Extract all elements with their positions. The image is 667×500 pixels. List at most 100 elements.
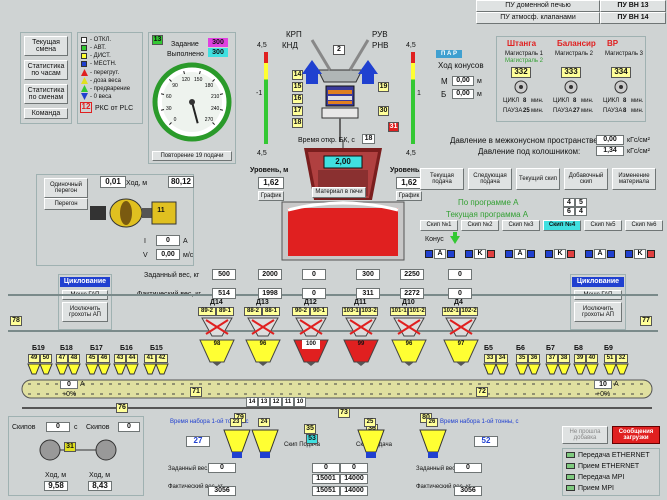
legend-local: - МЕСТН.: [90, 61, 117, 67]
loading-messages-button[interactable]: Сообщения загрузки: [612, 426, 660, 444]
material-in-furnace-button[interactable]: Материал в печи: [312, 187, 366, 198]
dozer-small-value: 96: [259, 341, 267, 348]
skip-tab-2[interactable]: Скип №2: [461, 220, 499, 231]
status-lamp: [566, 474, 575, 480]
hourly-stats-button[interactable]: Статистика по часам: [24, 60, 68, 80]
belt-bin-label: Б6: [516, 345, 525, 352]
skips-hod-label-left: Ход, м: [45, 472, 67, 479]
skip-tab-3[interactable]: Скип №3: [502, 220, 540, 231]
header-label-furnace[interactable]: ПУ доменной печью: [476, 0, 600, 12]
header-value-valves[interactable]: ПУ ВН 14: [600, 12, 666, 24]
header-label-valves[interactable]: ПУ атмосф. клапанами: [476, 12, 600, 24]
belt-feeder-icon: [585, 363, 599, 375]
chute-num: 11: [282, 397, 294, 407]
graph-right-button[interactable]: График: [396, 191, 422, 201]
dozer-cell: 101-1: [390, 307, 408, 316]
bottom-bin-num: 23: [230, 418, 242, 427]
feed-button-4[interactable]: Добавочный скип: [564, 168, 608, 190]
belt-bin-label: Б19: [32, 345, 45, 352]
skip-tab-5[interactable]: Скип №5: [584, 220, 622, 231]
left-menu-frame: [20, 32, 72, 124]
belt-bin-num: 46: [98, 354, 110, 363]
feed-button-2[interactable]: Следующая подача: [468, 168, 512, 190]
skip-tab-4[interactable]: Скип №4: [543, 220, 581, 231]
set-weight-value: 2250: [400, 269, 424, 280]
skip-material-swatch: [607, 250, 615, 258]
feed-button-5[interactable]: Изменение материала: [612, 168, 656, 190]
probe-col-title: Балансир: [557, 39, 596, 48]
hod-label: Ход, м: [126, 180, 148, 187]
gauge-set-value: 300: [208, 38, 228, 47]
probe-pause-unit: мин.: [531, 108, 544, 114]
status-label: Передача MPI: [578, 474, 625, 481]
cycle-left-frame: [58, 274, 112, 330]
exclude-screens-left-button[interactable]: Исключить грохоты АП: [62, 302, 108, 322]
probe-right-1: 19: [378, 82, 389, 92]
dozer-cell: 103-1: [342, 307, 360, 316]
belt-feeder-icon: [573, 363, 587, 375]
belt-feeder-icon: [85, 363, 99, 375]
graph-left-button[interactable]: График: [258, 191, 284, 201]
legend-auto: - АВТ.: [90, 45, 106, 51]
command-button[interactable]: Команда: [24, 108, 68, 119]
shift-stats-button[interactable]: Статистика по сменам: [24, 84, 68, 104]
skip-material-swatch: [487, 250, 495, 258]
vessel-num: 2: [333, 45, 345, 55]
bottom-set-label-left: Заданный вес, кг: [168, 466, 216, 472]
probe-col-sub2: Магистраль 2: [505, 58, 543, 64]
time-left-value: 27: [186, 436, 210, 447]
belt-bin-label: Б8: [574, 345, 583, 352]
feed-button-3[interactable]: Текущий скип: [516, 168, 560, 190]
belt-bin-num: 33: [484, 354, 496, 363]
repeat-feed-button[interactable]: Повторение 19 подачи: [152, 151, 232, 161]
skip-tab-1[interactable]: Скип №1: [420, 220, 458, 231]
gauge-set-label: Задание: [171, 41, 199, 48]
dozer-hopper-icon: [443, 317, 479, 366]
dozer-cell: 89-1: [216, 307, 234, 316]
belt-bin-num: 38: [558, 354, 570, 363]
bottom-hopper-icon: [223, 429, 251, 458]
gauge-tick-label: 0: [174, 117, 177, 123]
probe-col-value: 334: [611, 67, 631, 78]
dozer-hopper-icon: [343, 317, 379, 366]
probe-col-sub: Магистраль 3: [605, 51, 643, 57]
actual-weight-value: 2272: [400, 288, 424, 299]
exclude-screens-right-button[interactable]: Исключить грохоты АП: [574, 302, 622, 322]
skip-tab-6[interactable]: Скип №6: [625, 220, 663, 231]
status-label: Прием MPI: [578, 485, 614, 492]
probe-col-title: Штанга: [507, 39, 537, 48]
winch-motor-icon: [90, 198, 177, 228]
speed-v-value: 0,00: [156, 249, 180, 260]
scale-bot-right: 4,5: [406, 150, 416, 157]
belt-bin-num: 44: [126, 354, 138, 363]
single-transfer-button[interactable]: Одиночный перегон: [44, 178, 88, 198]
bottom-hopper-icon: [251, 429, 279, 458]
knd-label: КНД: [282, 41, 298, 50]
header-value-furnace[interactable]: ПУ ВН 13: [600, 0, 666, 12]
belt-num-76: 76: [116, 403, 128, 413]
transfer-button[interactable]: Перегон: [44, 198, 88, 210]
dozer-cell: 101-2: [408, 307, 426, 316]
dozer-small-value: 98: [213, 341, 221, 348]
skips-right-label: Скипов: [86, 424, 110, 431]
current-shift-button[interactable]: Текущая смена: [24, 36, 68, 56]
belt-bin-num: 36: [528, 354, 540, 363]
dozer-cell: 102-1: [442, 307, 460, 316]
gauge-tick-label: 210: [211, 94, 220, 100]
feed-button-1[interactable]: Текущая подача: [420, 168, 464, 190]
bottom-set-3: 0: [340, 463, 368, 473]
skips-hod-left: 9,58: [44, 481, 68, 491]
gauge-tick-label: 120: [182, 77, 191, 83]
cone-m-unit: м: [477, 78, 482, 85]
probe-cycle-unit: мин.: [531, 98, 544, 104]
chute-num: 10: [294, 397, 306, 407]
dozer-cell: 90-1: [310, 307, 328, 316]
bottom-hopper-icon: [419, 429, 447, 458]
skips-hod-right: 8,43: [88, 481, 112, 491]
actual-weight-value: 1998: [258, 288, 282, 299]
probe-cycle-label: ЦИКЛ: [503, 98, 520, 104]
status-label: Передача ETHERNET: [578, 452, 650, 459]
probe-cycle-time: 8: [573, 98, 577, 104]
additive-failed-button[interactable]: Не прошла добавка: [562, 426, 608, 444]
bunker-rail-bottom: [8, 330, 658, 332]
